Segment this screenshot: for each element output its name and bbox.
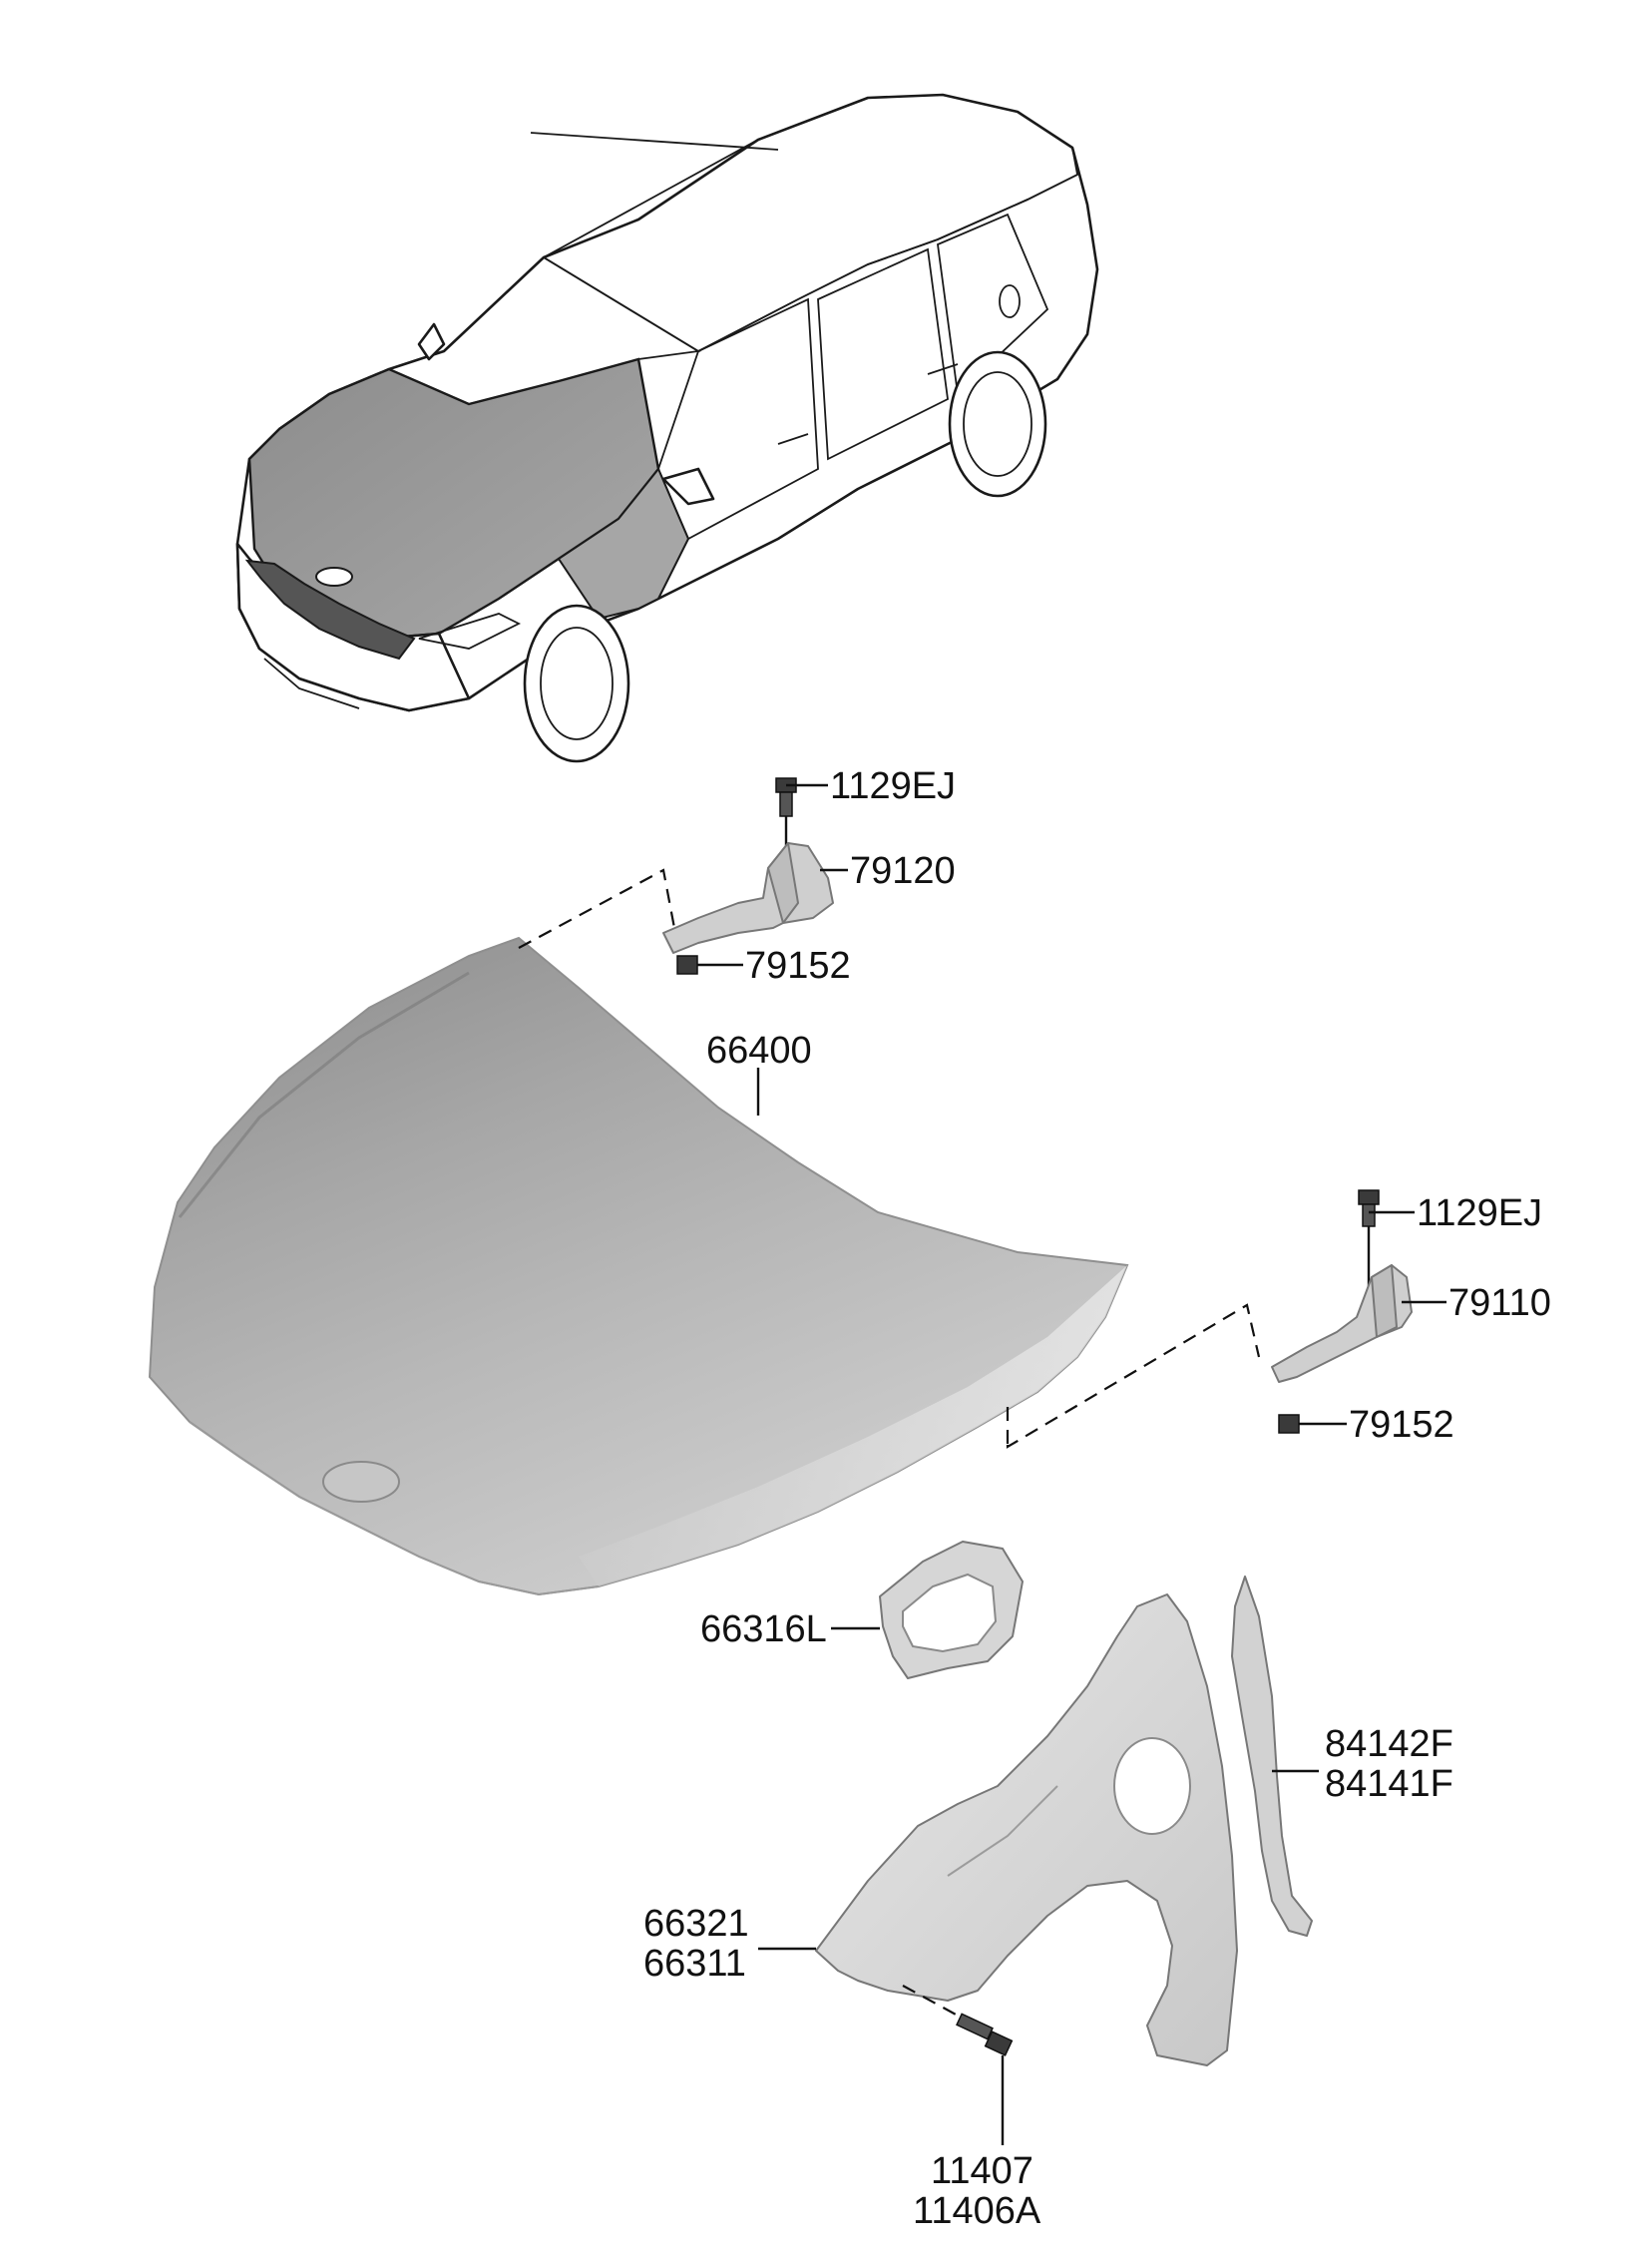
callout-11406a: 11406A [913, 2190, 1041, 2232]
callout-84142f: 84142F [1325, 1723, 1453, 1765]
hinge-lh-illustration [518, 777, 834, 975]
callout-79110: 79110 [1448, 1282, 1551, 1324]
callout-66311: 66311 [643, 1943, 746, 1985]
callout-66316l: 66316L [700, 1608, 827, 1650]
fender-bracket-illustration [879, 1541, 1024, 1679]
hinge-rh-illustration [1006, 1189, 1413, 1449]
fender-bolt-illustration [902, 1985, 1014, 2145]
callout-79152-rh: 79152 [1349, 1404, 1454, 1446]
callout-1129ej-rh: 1129EJ [1417, 1192, 1542, 1234]
callout-84141f: 84141F [1325, 1763, 1453, 1805]
fender-liner-illustration [1231, 1576, 1313, 1937]
leader-lines [697, 783, 1446, 1951]
callout-66321: 66321 [643, 1903, 749, 1945]
fender-illustration [815, 1593, 1238, 2066]
callout-79120: 79120 [850, 850, 956, 892]
callout-79152-lh: 79152 [745, 945, 851, 987]
hood-panel-illustration [148, 936, 1129, 1596]
vehicle-overview [235, 93, 1099, 763]
callout-11407: 11407 [931, 2150, 1033, 2192]
callout-1129ej-lh: 1129EJ [830, 765, 956, 807]
callout-66400: 66400 [706, 1030, 812, 1072]
